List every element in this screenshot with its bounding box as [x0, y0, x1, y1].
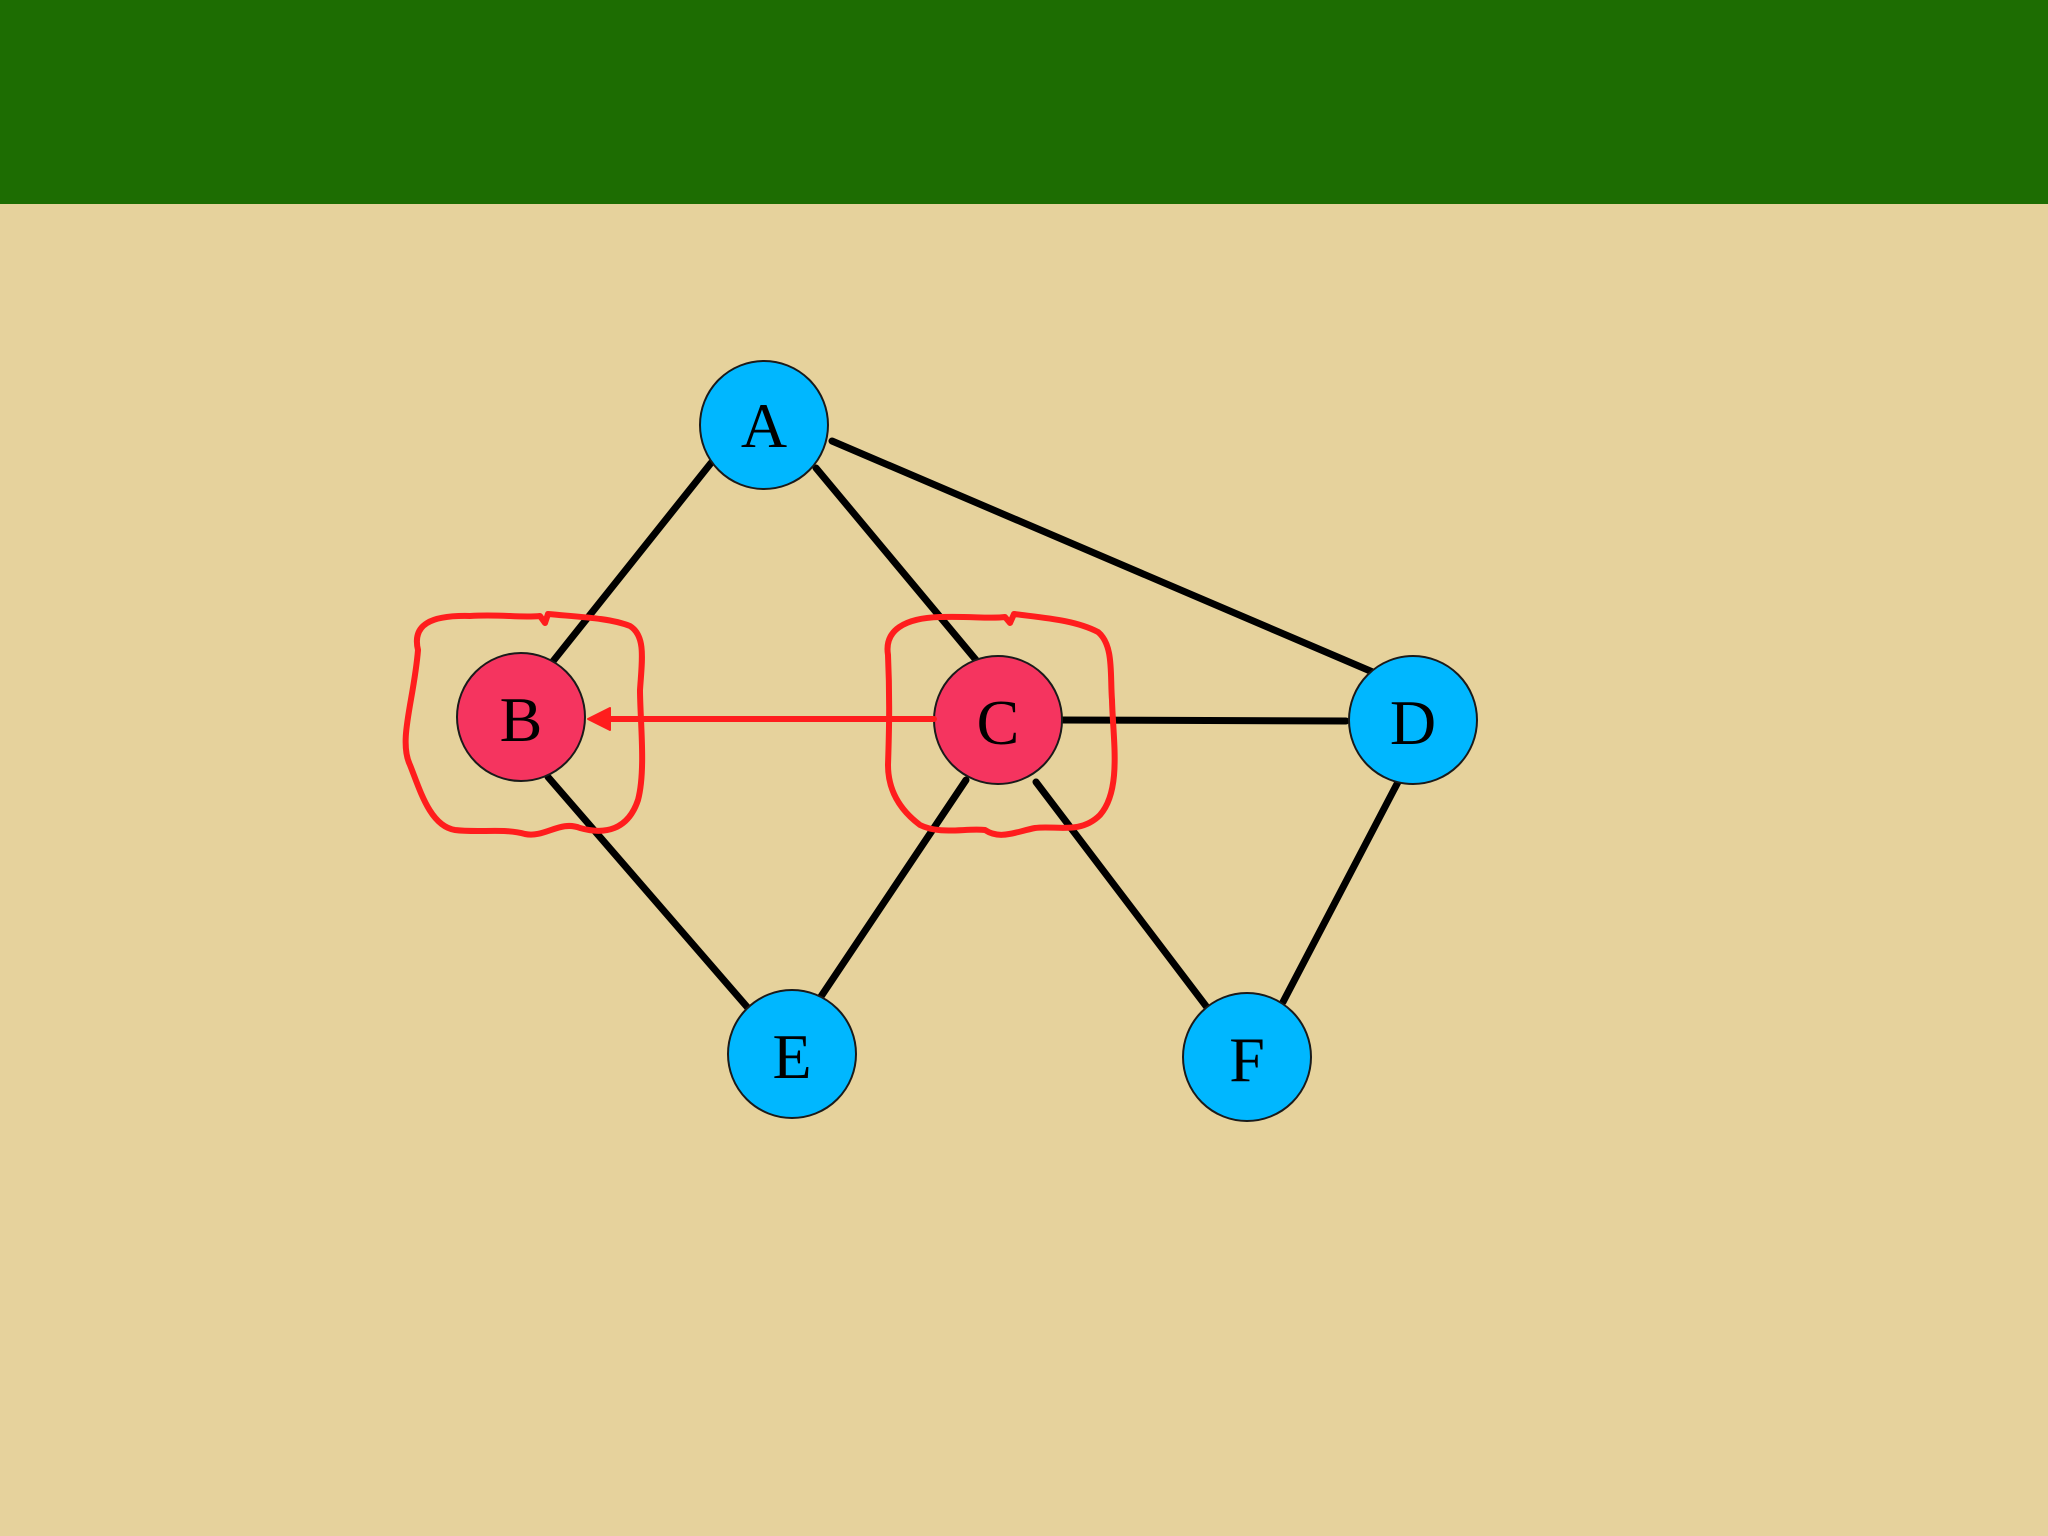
- circle-around-b: [402, 611, 646, 838]
- node-c: C: [933, 655, 1063, 785]
- node-c-label: C: [977, 687, 1020, 758]
- edge-b-e: [544, 773, 752, 1012]
- arrowhead-icon: [587, 707, 611, 731]
- node-d-label: D: [1390, 687, 1436, 758]
- edge-c-d: [1056, 716, 1350, 725]
- node-a: A: [699, 360, 829, 490]
- node-e: E: [727, 989, 857, 1119]
- graph-edges: [544, 437, 1402, 1014]
- header-bar: [0, 0, 2048, 204]
- edge-c-f: [1032, 778, 1213, 1014]
- node-a-label: A: [741, 390, 787, 461]
- node-b-label: B: [500, 684, 543, 755]
- node-e-label: E: [772, 1021, 811, 1092]
- edge-a-b: [546, 459, 715, 669]
- edge-d-f: [1279, 778, 1402, 1006]
- node-b: B: [456, 652, 586, 782]
- edge-a-c: [812, 464, 985, 670]
- annotation-layer: [402, 611, 1118, 838]
- edge-a-d: [828, 437, 1379, 677]
- node-f-label: F: [1229, 1024, 1265, 1095]
- node-f: F: [1182, 992, 1312, 1122]
- circle-around-c: [884, 611, 1118, 838]
- node-d: D: [1348, 655, 1478, 785]
- edge-c-e: [816, 776, 970, 1002]
